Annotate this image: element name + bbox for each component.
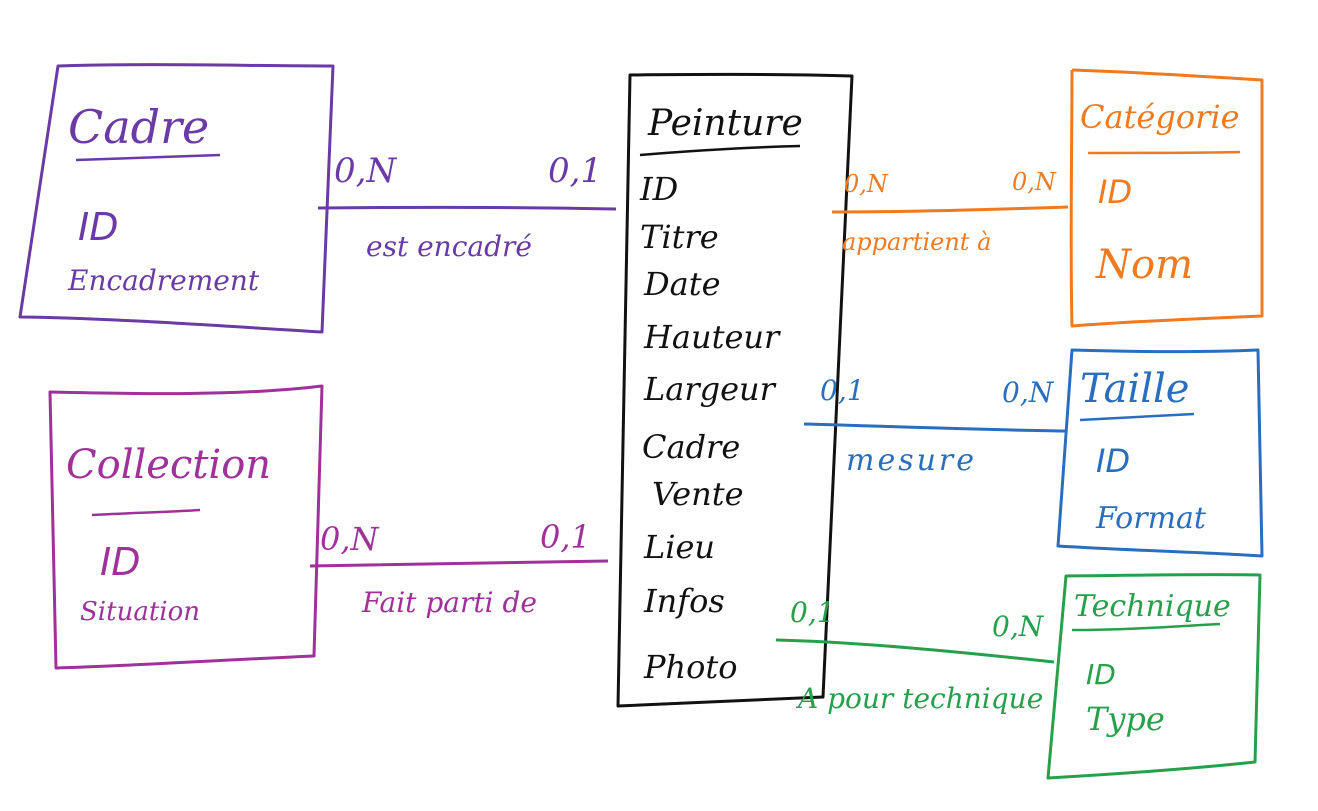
relation-est-encadre-line: [317, 205, 617, 211]
entity-technique-attr-type: Type: [1086, 700, 1165, 738]
relation-fait-partie-de-card-right: 0,1: [540, 518, 591, 556]
relation-est-encadre-label: est encadré: [366, 230, 532, 263]
entity-cadre-box: [18, 63, 335, 334]
entity-categorie-attr-id: ID: [1098, 173, 1132, 211]
relation-fait-partie-de: 0,N 0,1 Fait parti de: [309, 518, 609, 619]
entity-peinture: Peinture ID Titre Date Hauteur Largeur C…: [616, 72, 854, 708]
entity-peinture-title: Peinture: [647, 103, 803, 144]
entity-peinture-title-underline: [639, 144, 801, 157]
entity-taille-attr-id: ID: [1096, 442, 1130, 480]
entity-peinture-attr-id: ID: [639, 170, 678, 208]
entity-categorie-title: Catégorie: [1080, 98, 1240, 136]
entity-collection-attr-situation: Situation: [80, 597, 200, 627]
relation-a-pour-technique-label: A pour technique: [795, 682, 1043, 715]
relation-appartient-a-card-right: 0,N: [1012, 168, 1057, 196]
relation-fait-partie-de-card-left: 0,N: [320, 520, 380, 558]
entity-technique-title: Technique: [1074, 589, 1231, 624]
entity-technique: Technique ID Type: [1046, 573, 1262, 780]
entity-collection-title: Collection: [66, 442, 271, 488]
entity-categorie-title-underline: [1087, 150, 1241, 155]
relation-mesure-label: mesure: [846, 443, 977, 478]
relation-a-pour-technique-line: [775, 638, 1055, 664]
entity-collection-title-underline: [91, 508, 201, 517]
entity-peinture-box: [616, 72, 854, 708]
relation-appartient-a-line: [831, 205, 1069, 214]
relation-a-pour-technique: 0,1 0,N A pour technique: [775, 596, 1055, 715]
entity-categorie-box: [1069, 68, 1264, 328]
entity-peinture-attr-vente: Vente: [652, 475, 744, 513]
entity-technique-attr-id: ID: [1086, 658, 1116, 691]
entity-categorie: Catégorie ID Nom: [1069, 68, 1264, 328]
relation-a-pour-technique-card-left: 0,1: [790, 596, 835, 629]
relation-mesure-card-left: 0,1: [820, 374, 865, 407]
relation-appartient-a-card-left: 0,N: [844, 170, 889, 198]
relation-est-encadre-card-left: 0,N: [334, 151, 397, 191]
relation-fait-partie-de-label: Fait parti de: [361, 586, 537, 619]
relation-appartient-a: 0,N 0,N appartient à: [831, 168, 1069, 256]
entity-taille-title: Taille: [1080, 366, 1189, 412]
entity-technique-box: [1046, 573, 1262, 780]
entity-taille-title-underline: [1079, 412, 1195, 422]
entity-collection-box: [48, 384, 324, 670]
entity-peinture-attr-titre: Titre: [640, 218, 719, 256]
entity-peinture-attr-photo: Photo: [643, 648, 738, 686]
entity-taille-attr-format: Format: [1095, 501, 1207, 536]
entity-cadre-attr-encadrement: Encadrement: [67, 264, 260, 297]
entity-taille: Taille ID Format: [1056, 348, 1264, 558]
relation-appartient-a-label: appartient à: [842, 228, 991, 256]
relation-a-pour-technique-card-right: 0,N: [992, 610, 1045, 643]
relation-mesure-card-right: 0,N: [1002, 376, 1055, 409]
entity-cadre-attr-id: ID: [78, 205, 118, 249]
entity-peinture-attr-hauteur: Hauteur: [643, 318, 781, 356]
relation-fait-partie-de-line: [309, 559, 609, 568]
entity-technique-title-underline: [1071, 622, 1221, 632]
entity-cadre: Cadre ID Encadrement: [18, 63, 335, 334]
entity-peinture-attr-date: Date: [643, 265, 721, 303]
entity-cadre-title-underline: [75, 153, 221, 162]
entity-peinture-attr-largeur: Largeur: [643, 370, 777, 408]
relation-mesure: 0,1 0,N mesure: [803, 374, 1067, 478]
entity-taille-box: [1056, 348, 1264, 558]
entity-peinture-attr-cadre: Cadre: [642, 428, 740, 466]
entity-peinture-attr-lieu: Lieu: [643, 528, 715, 566]
entity-collection: Collection ID Situation: [48, 384, 324, 670]
entity-peinture-attr-infos: Infos: [643, 582, 725, 620]
entity-collection-attr-id: ID: [100, 540, 140, 584]
relation-mesure-line: [803, 422, 1067, 433]
entity-cadre-title: Cadre: [68, 100, 209, 154]
entity-categorie-attr-nom: Nom: [1095, 242, 1193, 288]
relation-est-encadre: 0,N 0,1 est encadré: [317, 151, 617, 263]
relation-est-encadre-card-right: 0,1: [548, 151, 602, 191]
